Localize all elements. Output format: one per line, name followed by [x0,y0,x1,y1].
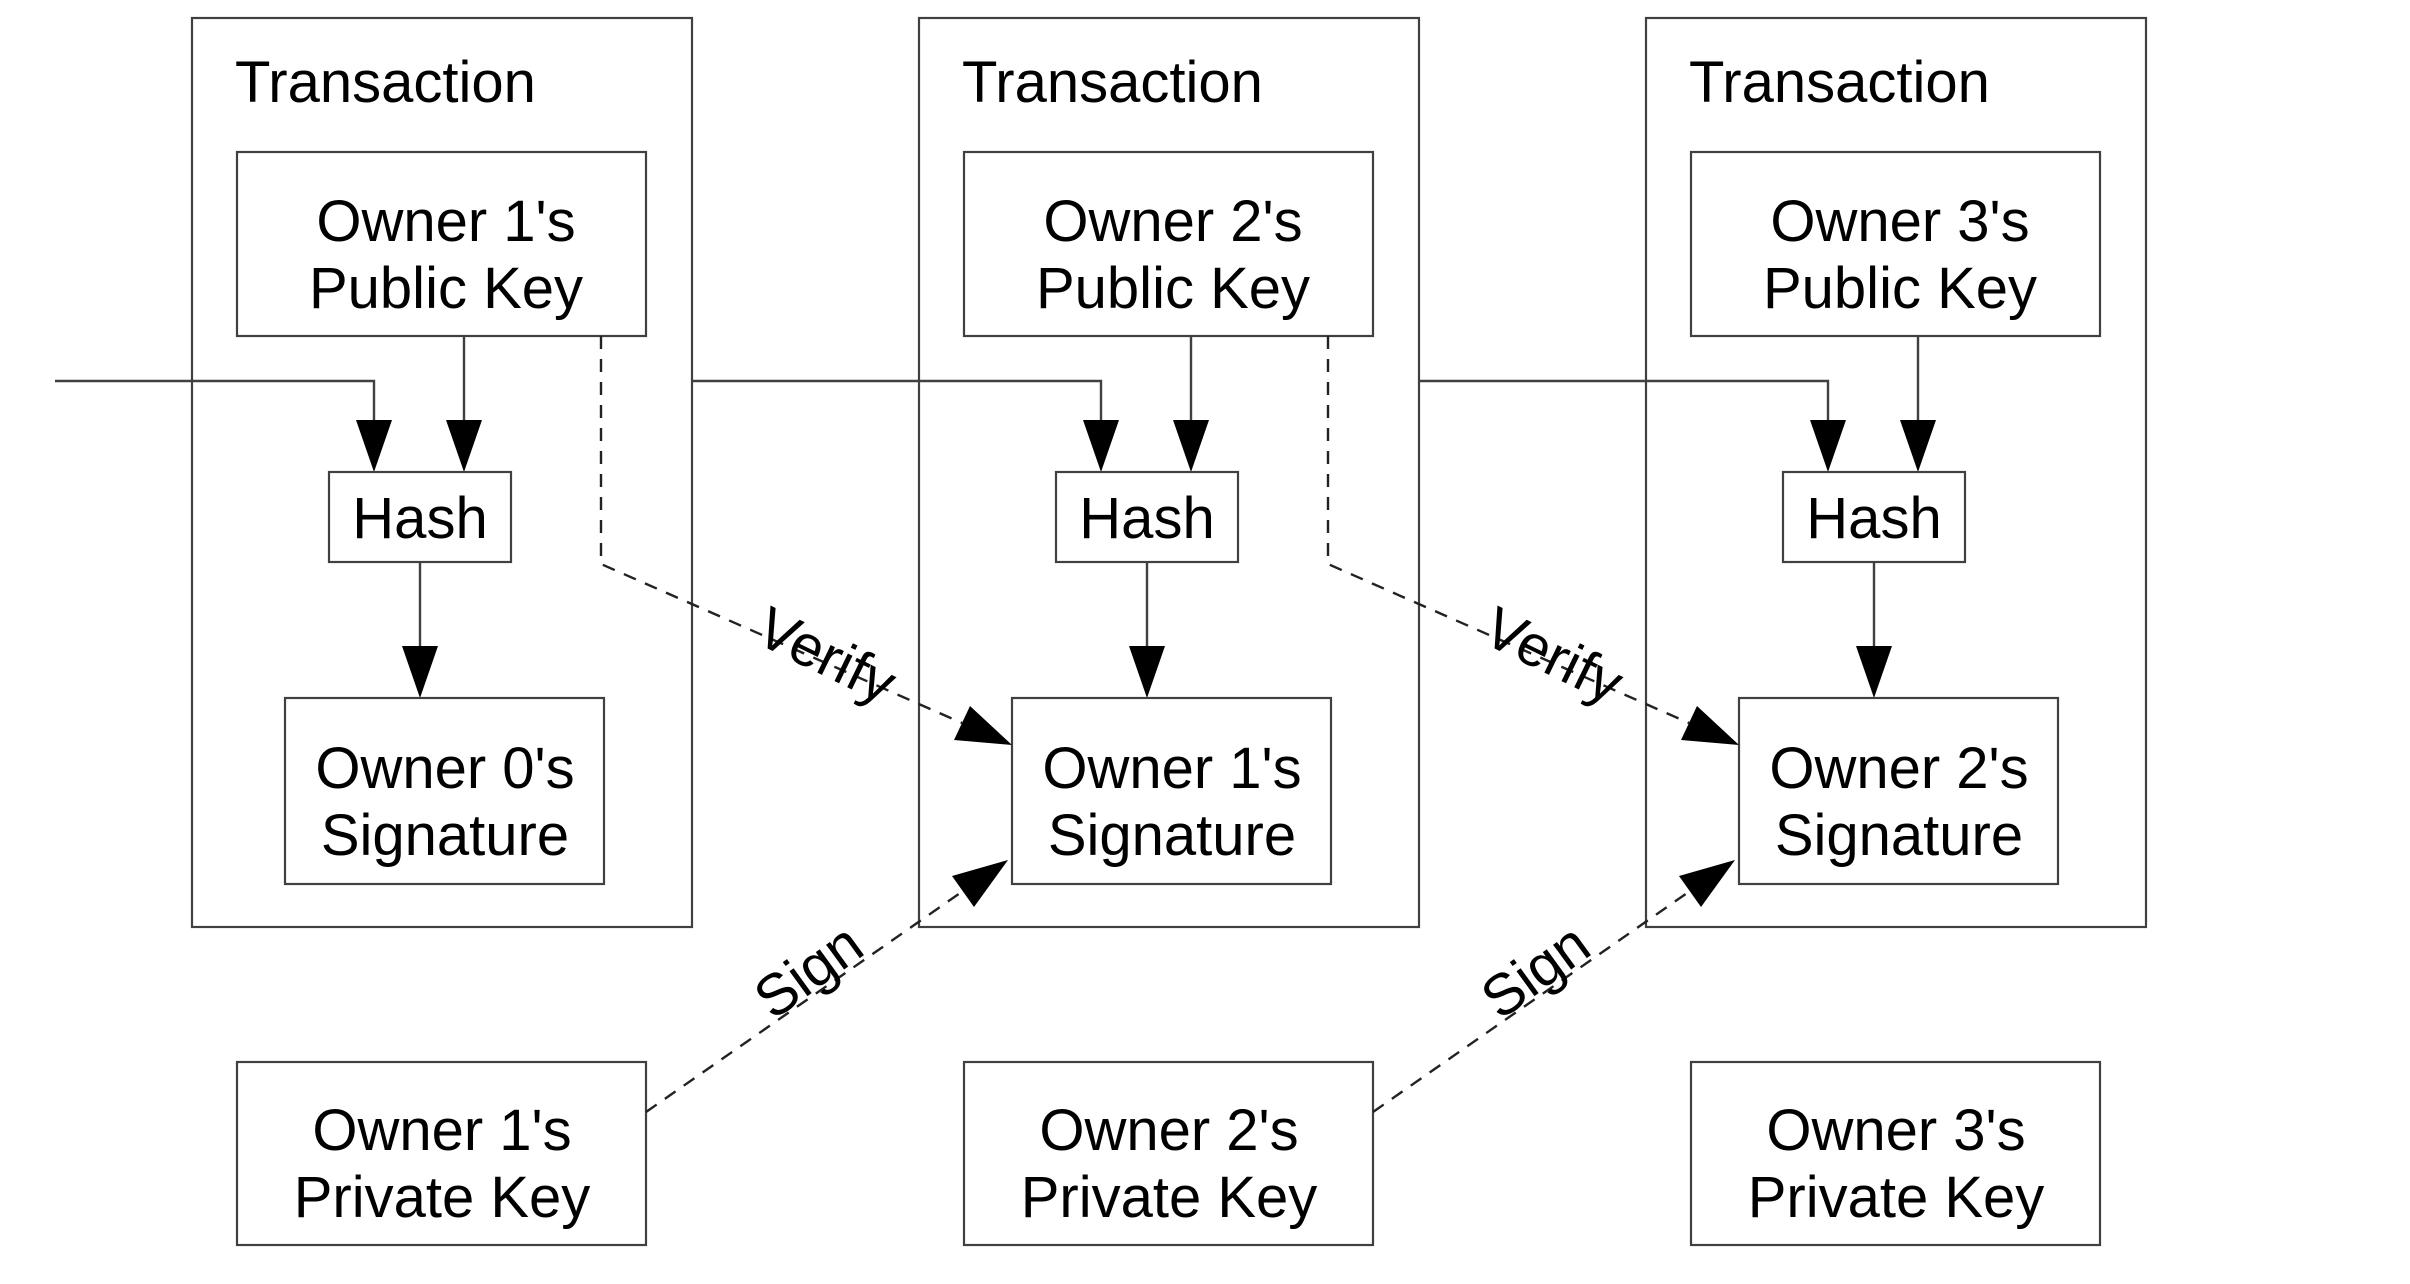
transaction-2-public-key-box [962,150,1375,338]
transaction-1-signature-label: Owner 0's [315,736,574,801]
private-key-3-label2: Private Key [1748,1165,2045,1230]
chain-arrowhead-tx2 [1083,420,1119,472]
transaction-2-box [917,16,1421,929]
transaction-1-hash-box [327,470,513,564]
transaction-3: Transaction Owner 3's Public Key Hash Ow… [1644,16,2148,929]
transaction-2-signature-label: Owner 1's [1042,736,1301,801]
transaction-3-box [1644,16,2148,929]
chain-arrowhead-tx1 [356,420,392,472]
transaction-1-public-key-label: Owner 1's [316,189,575,254]
transaction-2-pubkey-arrowhead [1173,420,1209,472]
chain-arrowhead-tx3 [1810,420,1846,472]
transaction-1-signature-box [283,696,606,886]
sign-arrow-2-label: Sign [1469,911,1601,1032]
verify-arrow-2-label: Verify [1474,594,1633,716]
transaction-2-public-key-label2: Public Key [1036,256,1310,321]
sign-arrow-1-head [952,860,1008,907]
verify-arrow-2-head [1681,706,1739,745]
transaction-1-public-key-box [235,150,648,338]
sign-arrow-1-label: Sign [742,911,874,1032]
transaction-3-signature-label2: Signature [1775,803,2023,868]
transaction-1: Transaction Owner 1's Public Key Hash Ow… [190,16,694,929]
transaction-2-hash-arrowhead [1129,646,1165,698]
verify-arrow-1-line [599,336,963,725]
transaction-2-title: Transaction [962,50,1263,115]
private-key-1-label2: Private Key [294,1165,591,1230]
verify-arrow-2-line [1326,336,1690,725]
private-keys: Owner 1's Private Key Owner 2's Private … [235,1060,2102,1247]
transaction-3-signature-label: Owner 2's [1769,736,2028,801]
verify-arrow-1-head [954,706,1012,745]
transaction-3-hash-arrowhead [1856,646,1892,698]
private-key-2-box [962,1060,1375,1247]
private-key-3-label: Owner 3's [1766,1098,2025,1163]
private-key-2-label: Owner 2's [1039,1098,1298,1163]
transaction-1-title: Transaction [235,50,536,115]
chain-line-tx2-to-tx3 [1419,379,1830,424]
transaction-2: Transaction Owner 2's Public Key Hash Ow… [917,16,1421,929]
transaction-2-signature-label2: Signature [1048,803,1296,868]
transaction-3-public-key-box [1689,150,2102,338]
private-key-1-box [235,1060,648,1247]
sign-arrow-2-head [1679,860,1735,907]
transaction-1-public-key-label2: Public Key [309,256,583,321]
transaction-1-hash-label: Hash [352,486,487,551]
transaction-3-hash-box [1781,470,1967,564]
transaction-2-hash-box [1054,470,1240,564]
transaction-2-public-key-label: Owner 2's [1043,189,1302,254]
private-key-2-label2: Private Key [1021,1165,1318,1230]
sign-arrow-1-line [645,890,964,1113]
transaction-3-public-key-label: Owner 3's [1770,189,2029,254]
private-key-1-label: Owner 1's [312,1098,571,1163]
transaction-1-box [190,16,694,929]
chain-line-tx1-to-tx2 [692,379,1103,424]
transaction-3-title: Transaction [1689,50,1990,115]
transaction-3-hash-label: Hash [1806,486,1941,551]
transaction-1-pubkey-arrowhead [446,420,482,472]
transaction-1-hash-arrowhead [402,646,438,698]
transaction-2-hash-label: Hash [1079,486,1214,551]
transaction-1-signature-label2: Signature [321,803,569,868]
chain-links [55,379,1846,472]
chain-line-into-tx1 [55,379,376,424]
transaction-3-signature-box [1737,696,2060,886]
sign-arrow-2-line [1372,890,1691,1113]
private-key-3-box [1689,1060,2102,1247]
transaction-3-pubkey-arrowhead [1900,420,1936,472]
verify-arrow-1-label: Verify [747,594,906,716]
transaction-2-signature-box [1010,696,1333,886]
transaction-3-public-key-label2: Public Key [1763,256,2037,321]
